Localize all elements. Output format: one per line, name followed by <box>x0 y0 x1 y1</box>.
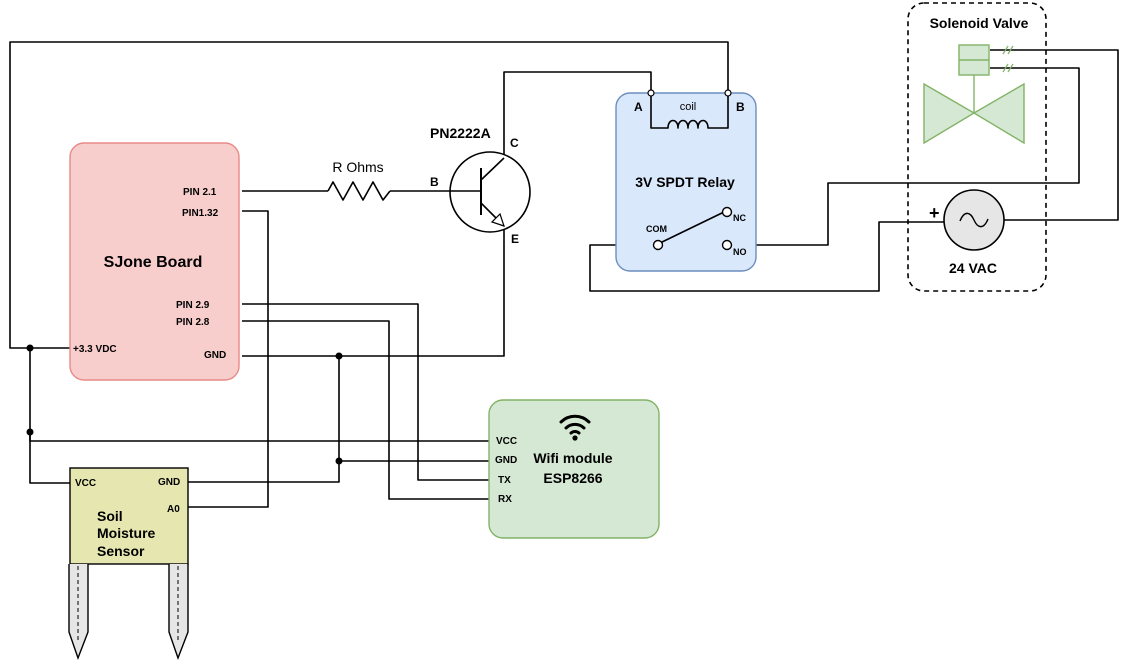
sensor-title-line2: Moisture <box>97 525 156 541</box>
wire-ac-valve <box>990 49 1119 221</box>
relay-coil-label: coil <box>680 101 697 113</box>
relay-b-label: B <box>736 100 745 114</box>
wifi-vcc: VCC <box>496 436 517 447</box>
wire-vcc-sensor <box>29 432 70 484</box>
relay-terminal-b <box>724 89 732 97</box>
junction-dot <box>26 428 34 436</box>
transistor-c: C <box>510 136 519 150</box>
wifi-title: Wifi module <box>533 450 612 466</box>
wifi-gnd: GND <box>495 455 517 466</box>
sjone-gnd: GND <box>204 350 226 361</box>
sjone-title: SJone Board <box>104 254 203 271</box>
ac-label: 24 VAC <box>949 260 997 276</box>
wifi-module <box>488 399 660 539</box>
sjone-pin132: PIN1.32 <box>182 208 219 219</box>
wifi-icon <box>559 414 591 435</box>
wire-gnd-sensor <box>188 461 340 483</box>
wire-gnd-wifi <box>338 356 490 462</box>
transistor-b: B <box>430 175 439 189</box>
wifi-subtitle: ESP8266 <box>543 470 602 486</box>
wifi-tx: TX <box>498 475 511 486</box>
relay-coil <box>650 93 729 129</box>
relay-title: 3V SPDT Relay <box>635 174 735 190</box>
sensor-title-line3: Sensor <box>97 543 145 559</box>
sjone-pin29: PIN 2.9 <box>176 300 210 311</box>
transistor-e: E <box>511 232 519 246</box>
valve-enclosure <box>907 2 1047 292</box>
junction-dot <box>335 457 343 465</box>
valve-body-right <box>972 82 1025 145</box>
wire-no-valve <box>732 67 1080 246</box>
sjone-pin21: PIN 2.1 <box>183 187 217 198</box>
relay-nc-label: NC <box>733 213 746 223</box>
ac-plus: + <box>929 203 940 223</box>
wire-com-ac <box>589 221 944 292</box>
valve-body <box>923 82 976 145</box>
sensor-gnd: GND <box>158 477 180 488</box>
wifi-icon-dot <box>572 435 578 441</box>
wire-collector-relay-a <box>503 71 652 155</box>
relay-com-label: COM <box>646 224 667 234</box>
relay-a-label: A <box>634 100 643 114</box>
wire-pin28-rx <box>242 320 490 500</box>
transistor-label: PN2222A <box>430 125 491 141</box>
soil-sensor <box>69 467 189 565</box>
resistor-symbol <box>327 181 391 201</box>
sensor-probe-left <box>68 564 89 661</box>
sensor-probe-right <box>168 564 189 661</box>
valve-title: Solenoid Valve <box>930 15 1029 31</box>
relay-box <box>615 92 757 272</box>
relay-terminal-a <box>647 89 655 97</box>
sjone-pin28: PIN 2.8 <box>176 317 210 328</box>
relay-no-label: NO <box>733 247 747 257</box>
sensor-a0: A0 <box>167 504 180 515</box>
valve-wire-marks <box>1002 45 1014 73</box>
ac-symbol-icon <box>959 212 989 228</box>
wifi-rx: RX <box>498 494 512 505</box>
relay-switch-arm <box>659 211 725 244</box>
wire-pin29-tx <box>242 303 490 481</box>
sjone-board <box>69 142 240 381</box>
relay-no-terminal <box>721 239 733 251</box>
relay-com-terminal <box>652 239 664 251</box>
sensor-title-line1: Soil <box>97 508 123 524</box>
sensor-vcc: VCC <box>75 478 96 489</box>
relay-nc-terminal <box>721 206 733 218</box>
wire-emitter-gnd <box>242 226 505 357</box>
junction-dot <box>26 344 34 352</box>
transistor-symbol <box>449 151 531 233</box>
sjone-vdd: +3.3 VDC <box>73 344 117 355</box>
resistor-label: R Ohms <box>332 159 383 175</box>
junction-dot <box>335 352 343 360</box>
wire-pin132-a0 <box>188 210 269 508</box>
